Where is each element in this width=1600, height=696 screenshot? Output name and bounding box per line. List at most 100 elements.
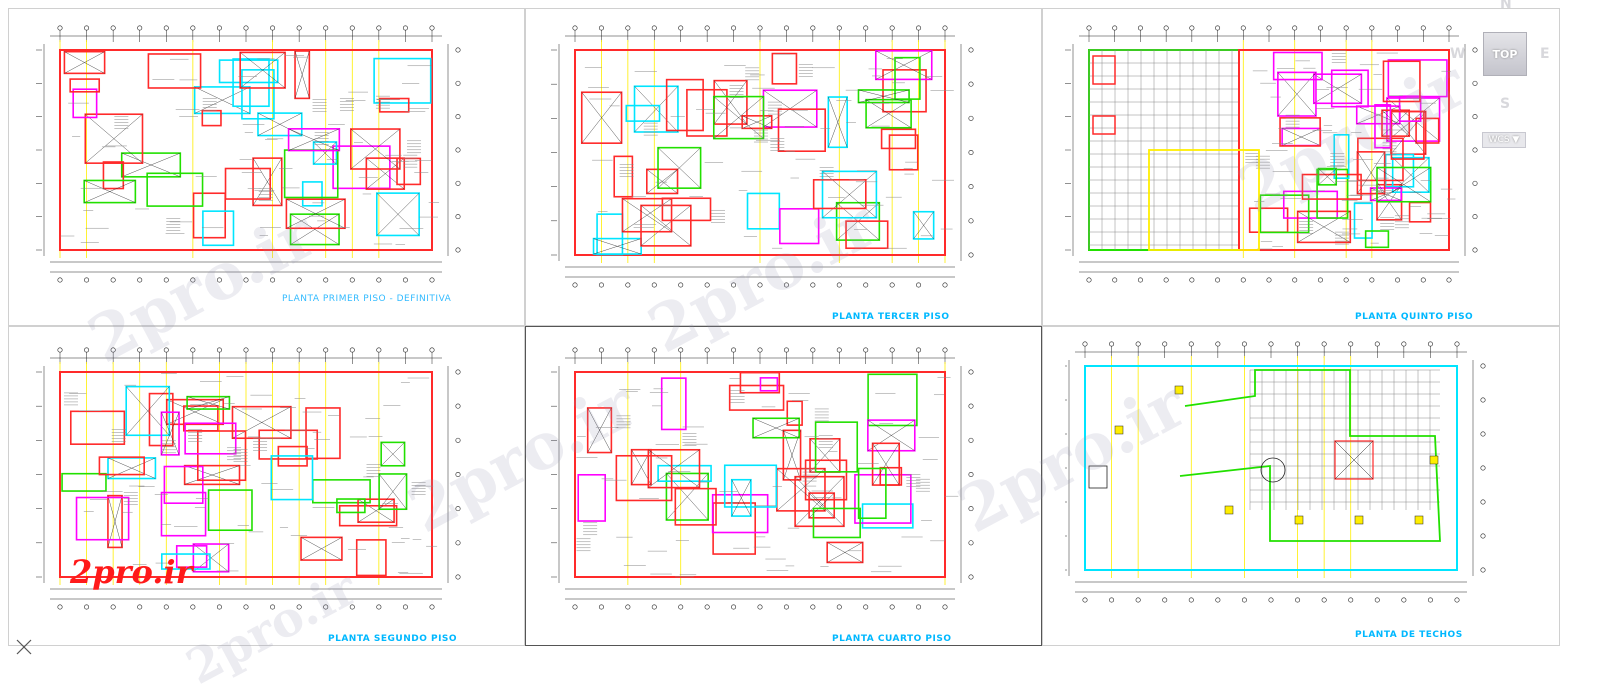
drain-point bbox=[1114, 425, 1124, 435]
grid-bubble bbox=[1295, 597, 1301, 603]
compass-east[interactable]: E bbox=[1540, 46, 1550, 62]
room-wall bbox=[1387, 59, 1448, 98]
grid-bubble bbox=[810, 604, 816, 610]
sheet-frame-4 bbox=[8, 326, 525, 646]
grid-bubble bbox=[625, 282, 631, 288]
floor-plan-fifth[interactable] bbox=[1065, 10, 1505, 300]
grid-bubble bbox=[1472, 80, 1478, 86]
terrace-wall bbox=[1148, 149, 1260, 251]
grid-bubble bbox=[757, 25, 763, 31]
grid-bubble bbox=[889, 347, 895, 353]
grid-bubble bbox=[731, 604, 737, 610]
shaft-wall bbox=[1092, 55, 1116, 85]
grid-bubble bbox=[942, 25, 948, 31]
grid-bubble bbox=[1420, 25, 1426, 31]
room-wall bbox=[657, 464, 712, 482]
room-wall bbox=[794, 475, 845, 528]
grid-bubble bbox=[1109, 597, 1115, 603]
floor-plan-first[interactable] bbox=[30, 10, 480, 300]
shaft-cross bbox=[126, 386, 170, 436]
shaft-cross bbox=[648, 449, 700, 488]
room-wall bbox=[711, 493, 769, 534]
grid-bubble bbox=[216, 25, 222, 31]
grid-bubble bbox=[889, 282, 895, 288]
floor-plan-second[interactable] bbox=[30, 332, 480, 617]
grid-bubble bbox=[296, 277, 302, 283]
grid-bubble bbox=[810, 282, 816, 288]
room-wall bbox=[270, 455, 314, 501]
compass-west[interactable]: W bbox=[1450, 46, 1466, 62]
grid-bubble bbox=[1188, 597, 1194, 603]
room-wall bbox=[160, 411, 180, 456]
grid-bubble bbox=[572, 282, 578, 288]
room-wall bbox=[786, 400, 803, 426]
room-wall bbox=[728, 384, 785, 411]
grid-bubble bbox=[57, 604, 63, 610]
grid-bubble bbox=[942, 604, 948, 610]
grid-bubble bbox=[863, 347, 869, 353]
grid-bubble bbox=[1137, 277, 1143, 283]
grid-bubble bbox=[1454, 597, 1460, 603]
shaft-cross bbox=[872, 443, 900, 486]
room-wall bbox=[84, 113, 144, 164]
floor-plan-third[interactable] bbox=[545, 10, 975, 300]
grid-bubble bbox=[1215, 597, 1221, 603]
grid-bubble bbox=[598, 282, 604, 288]
room-wall bbox=[1282, 190, 1339, 219]
room-wall bbox=[161, 553, 211, 570]
compass-north[interactable]: N bbox=[1500, 0, 1512, 12]
grid-bubble bbox=[1480, 431, 1486, 437]
floor-plan-fourth[interactable] bbox=[545, 332, 975, 617]
grid-bubble bbox=[968, 540, 974, 546]
grid-bubble bbox=[1241, 341, 1247, 347]
grid-bubble bbox=[402, 347, 408, 353]
grid-bubble bbox=[216, 347, 222, 353]
room-wall bbox=[146, 172, 204, 207]
grid-bubble bbox=[1189, 25, 1195, 31]
room-wall bbox=[305, 407, 341, 460]
sheet-title-1: PLANTA PRIMER PISO - DEFINITIVA bbox=[282, 294, 452, 304]
room-wall bbox=[252, 157, 283, 207]
grid-bubble bbox=[137, 347, 143, 353]
grid-bubble bbox=[1480, 567, 1486, 573]
shaft-cross bbox=[742, 115, 772, 129]
grid-bubble bbox=[323, 277, 329, 283]
grid-bubble bbox=[402, 25, 408, 31]
shaft-cross bbox=[1318, 168, 1337, 185]
room-wall bbox=[1296, 210, 1352, 244]
grid-bubble bbox=[1446, 25, 1452, 31]
room-wall bbox=[779, 208, 820, 245]
room-wall bbox=[120, 152, 182, 178]
compass-south[interactable]: S bbox=[1500, 96, 1511, 112]
grid-bubble bbox=[243, 25, 249, 31]
grid-bubble bbox=[455, 114, 461, 120]
room-wall bbox=[826, 541, 864, 564]
shaft-cross bbox=[300, 537, 343, 561]
room-wall bbox=[812, 178, 867, 210]
room-wall bbox=[1374, 104, 1392, 149]
grid-bubble bbox=[270, 277, 276, 283]
grid-bubble bbox=[968, 437, 974, 443]
room-wall bbox=[808, 492, 836, 519]
room-wall bbox=[186, 395, 231, 410]
room-wall bbox=[192, 543, 230, 573]
room-wall bbox=[258, 429, 319, 460]
shaft-cross bbox=[376, 192, 420, 236]
grid-bubble bbox=[1317, 25, 1323, 31]
roof-edge bbox=[1084, 365, 1458, 571]
room-wall bbox=[730, 478, 752, 517]
grid-bubble bbox=[137, 25, 143, 31]
grid-bubble bbox=[1240, 25, 1246, 31]
roof-plan[interactable] bbox=[1065, 332, 1505, 617]
drain-point bbox=[1429, 455, 1439, 465]
room-wall bbox=[661, 197, 712, 222]
grid-bubble bbox=[402, 277, 408, 283]
room-wall bbox=[759, 377, 779, 392]
viewcube-top-face[interactable]: TOP bbox=[1483, 32, 1527, 76]
shaft-cross bbox=[187, 396, 230, 410]
grid-bubble bbox=[84, 277, 90, 283]
grid-bubble bbox=[968, 252, 974, 258]
ucs-menu-button[interactable]: WCS ▼ bbox=[1482, 132, 1526, 148]
grid-bubble bbox=[1374, 341, 1380, 347]
